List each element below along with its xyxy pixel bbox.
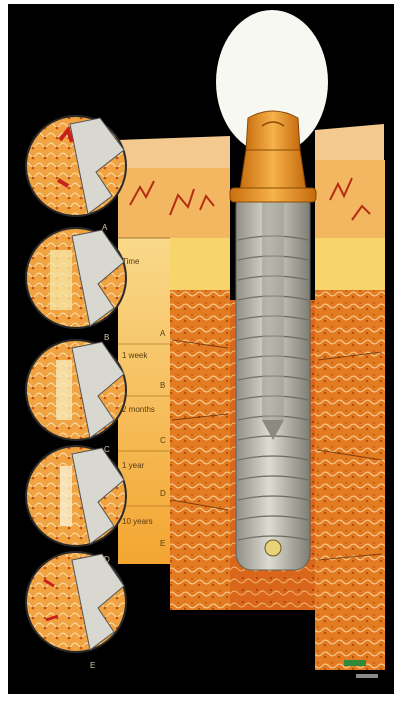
timeline-letter-c: C: [160, 436, 166, 445]
watermark-logo: [344, 660, 366, 666]
implant: [230, 111, 316, 570]
stage-circle-b: [26, 228, 126, 328]
stage-letter-d: D: [104, 555, 110, 564]
stage-letter-c: C: [104, 445, 110, 454]
stage-circle-d: [26, 446, 126, 546]
watermark-signature: [356, 674, 378, 678]
timeline-period-b: 1 week: [122, 351, 148, 360]
stage-circle-c: [26, 340, 126, 440]
stage-circle-a: [26, 116, 126, 216]
stage-circles: A B C D E: [26, 116, 126, 670]
timeline-period-e: 10 years: [122, 517, 153, 526]
implant-cap: [246, 111, 300, 150]
timeline-letter-a: A: [160, 329, 166, 338]
timeline-letter-b: B: [160, 381, 165, 390]
stage-letter-b: B: [104, 333, 109, 342]
stage-letter-a: A: [102, 223, 108, 232]
timeline-period-c: 2 months: [122, 405, 155, 414]
stage-letter-e: E: [90, 661, 95, 670]
implant-inner-screw: [262, 200, 284, 420]
timeline-letter-d: D: [160, 489, 166, 498]
implant-apex-hole: [265, 540, 281, 556]
timeline-period-d: 1 year: [122, 461, 145, 470]
stage-circle-e: [26, 552, 126, 652]
timeline-letter-e: E: [160, 539, 165, 548]
implant-abutment: [240, 150, 306, 190]
